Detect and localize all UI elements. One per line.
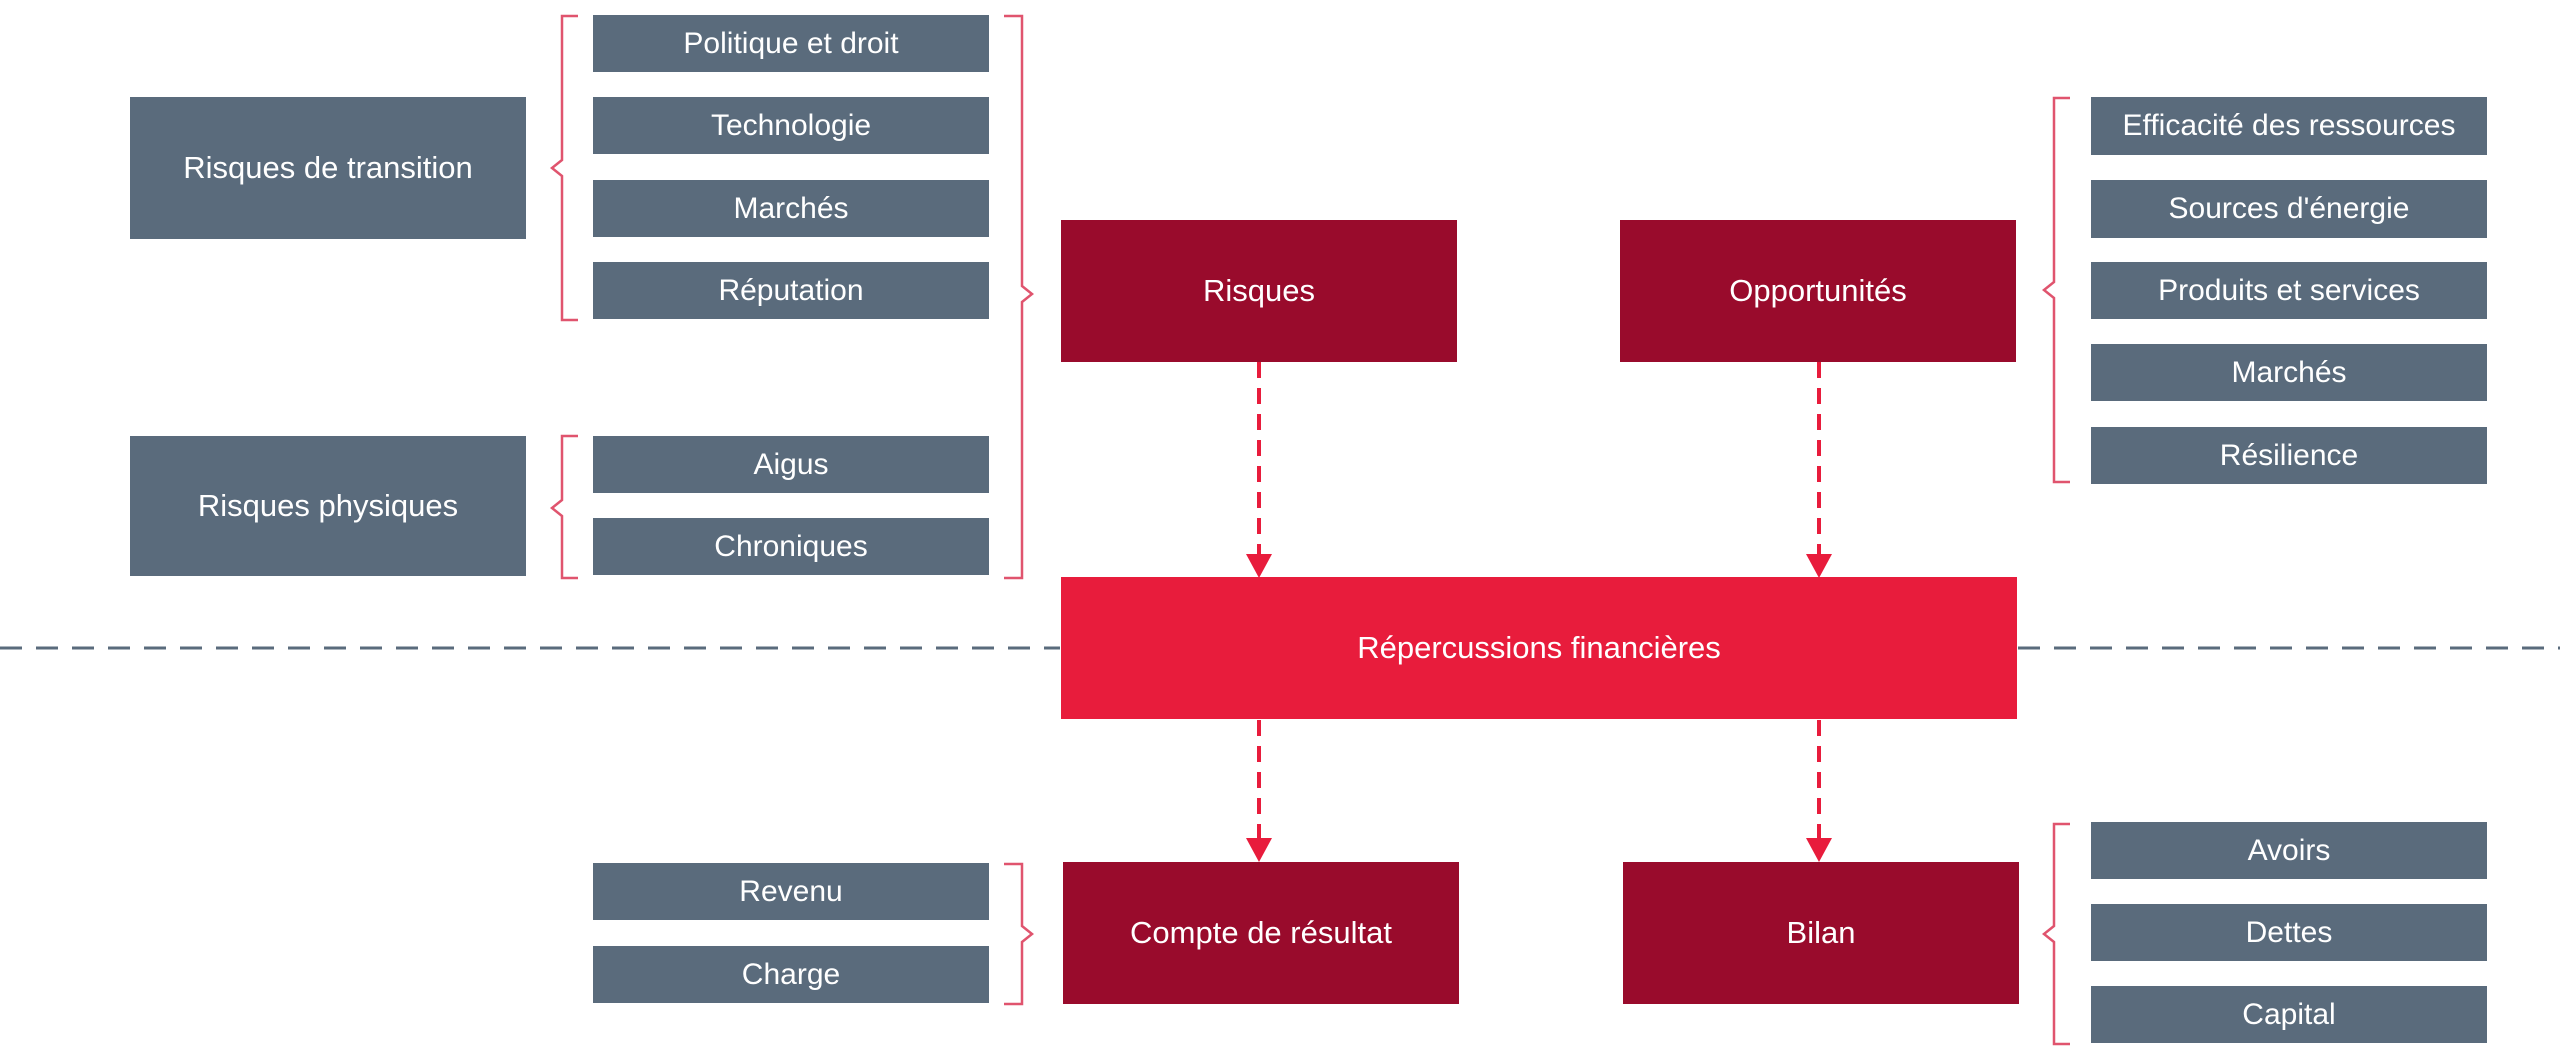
arrow-impact-to-income (1246, 720, 1272, 862)
item-chronic: Chroniques (593, 518, 989, 575)
item-liabilities: Dettes (2091, 904, 2487, 961)
item-technology: Technologie (593, 97, 989, 154)
risks-box: Risques (1061, 220, 1457, 362)
item-products-services: Produits et services (2091, 262, 2487, 319)
item-opportunity-markets: Marchés (2091, 344, 2487, 401)
item-acute: Aigus (593, 436, 989, 493)
brace-risks-right (1004, 14, 1035, 580)
brace-transition-left (549, 14, 578, 322)
item-equity: Capital (2091, 986, 2487, 1043)
item-reputation: Réputation (593, 262, 989, 319)
category-transition-risks: Risques de transition (130, 97, 526, 239)
arrow-impact-to-balance (1806, 720, 1832, 862)
balance-sheet-box: Bilan (1623, 862, 2019, 1004)
item-policy-law: Politique et droit (593, 15, 989, 72)
income-statement-box: Compte de résultat (1063, 862, 1459, 1004)
item-revenue: Revenu (593, 863, 989, 920)
category-physical-risks: Risques physiques (130, 436, 526, 576)
arrow-risks-to-impact (1246, 362, 1272, 578)
brace-balance (2041, 822, 2070, 1046)
item-energy-sources: Sources d'énergie (2091, 180, 2487, 238)
brace-income (1004, 862, 1035, 1006)
item-resource-efficiency: Efficacité des ressources (2091, 97, 2487, 155)
item-expense: Charge (593, 946, 989, 1003)
opportunities-box: Opportunités (1620, 220, 2016, 362)
item-markets: Marchés (593, 180, 989, 237)
item-assets: Avoirs (2091, 822, 2487, 879)
item-resilience: Résilience (2091, 427, 2487, 484)
brace-opportunities (2041, 96, 2070, 484)
arrow-opportunities-to-impact (1806, 362, 1832, 578)
financial-impact-box: Répercussions financières (1061, 577, 2017, 719)
brace-physical-left (549, 434, 578, 580)
